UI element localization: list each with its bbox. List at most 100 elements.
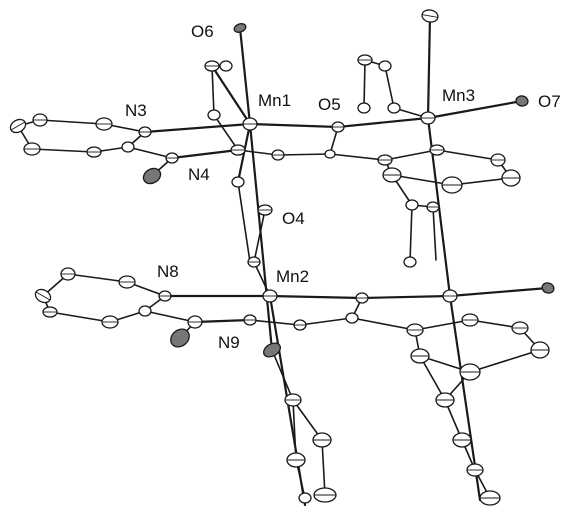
atom-c-chain-b	[324, 149, 336, 159]
bond-ring1-b	[39, 119, 105, 125]
atom-c-mn1b	[230, 144, 246, 156]
atom-c-ur-d	[501, 169, 521, 187]
label-o5: O5	[318, 95, 341, 114]
bond-o5-ring-c	[384, 65, 395, 109]
label-n8: N8	[157, 262, 179, 281]
bond-mn3-o-top	[426, 14, 432, 120]
atom-c-o5a	[357, 54, 373, 66]
bond-mn2-o-mid	[268, 294, 364, 300]
atom-c-lcol-a	[262, 342, 282, 358]
label-o6: O6	[191, 22, 214, 41]
atom-c-r1c	[95, 117, 113, 131]
label-n3: N3	[125, 101, 147, 120]
bond-col-b	[253, 209, 266, 263]
atom-c-ur-h	[426, 201, 440, 213]
atom-c-lcol-f	[298, 492, 312, 504]
atom-c-rcol-b	[452, 432, 472, 448]
atom-c-o5d	[387, 102, 401, 114]
atom-c-rcol-a	[435, 392, 455, 408]
label-mn1: Mn1	[258, 91, 291, 110]
bond-o5-mn3	[336, 116, 430, 129]
bond-col-d	[409, 204, 413, 263]
atom-c-chain-a	[271, 149, 285, 161]
atom-n4	[165, 152, 179, 164]
atom-c-lr-d	[530, 341, 550, 359]
atom-o6	[233, 23, 247, 33]
atom-c-upper-b	[219, 60, 233, 72]
bond-lcol-c	[321, 439, 326, 496]
atom-c-lr-e	[459, 363, 481, 381]
atom-o-upper	[204, 60, 220, 72]
atom-n8	[158, 290, 172, 302]
atom-c-mn2a	[243, 314, 257, 326]
label-mn2: Mn2	[276, 267, 309, 286]
label-o4: O4	[282, 209, 305, 228]
bond-mn1-o-upper	[210, 64, 252, 126]
atom-c-ur-g	[405, 199, 419, 211]
atom-mn1	[242, 117, 258, 131]
bond-n3-mn1	[143, 122, 252, 134]
atom-c-ur-b	[429, 144, 445, 156]
atom-c-r2b	[60, 267, 76, 281]
bond-mn3-o7	[426, 99, 524, 120]
atom-c-o5c	[357, 102, 371, 114]
atom-c-rcol-d	[479, 490, 501, 506]
bond-chain-d	[329, 153, 386, 161]
bond-o-ring-b	[211, 65, 215, 116]
atom-c-mid-a	[247, 256, 261, 268]
atom-n9	[187, 315, 203, 329]
atom-c-ur-c	[490, 153, 506, 167]
atom-c-r1b	[32, 113, 48, 127]
bond-lchain-b	[299, 317, 353, 326]
atom-c-r2e	[101, 315, 119, 329]
atom-o-top-right	[421, 9, 439, 23]
atom-c-mid-b	[403, 256, 417, 268]
atom-o-right	[541, 282, 555, 294]
atom-c-lcol-b	[284, 393, 302, 407]
bond-lcol-a	[271, 349, 294, 401]
atom-c-r2c	[118, 275, 136, 289]
bond-lchain-e	[414, 319, 471, 331]
atom-c-lcol-d	[286, 452, 306, 468]
bond-mn-right-o	[448, 286, 550, 298]
bond-lchain-d	[351, 317, 416, 331]
atom-c-r2d	[42, 306, 58, 318]
bond-ring1-e	[31, 148, 95, 153]
bond-n9-mn2	[193, 318, 252, 324]
bond-ring2-h	[144, 310, 196, 323]
bond-chain-b	[277, 153, 331, 156]
label-mn3: Mn3	[442, 86, 475, 105]
bond-mn1-column-a	[248, 122, 274, 352]
atom-c-rcol-c	[466, 463, 484, 477]
atoms	[9, 9, 555, 506]
atom-c-r1f	[121, 141, 135, 153]
atom-o4	[257, 204, 273, 216]
atom-labels: O6 Mn1 N3 O5 Mn3 O7 N4 O4 N8 Mn2 N9	[125, 22, 561, 352]
atom-o-mid	[355, 292, 369, 304]
atom-c-lr-c	[511, 321, 529, 335]
atom-c-r1d	[23, 142, 41, 156]
atom-c-lcol-e	[313, 487, 337, 503]
bond-n4-mn1	[170, 148, 240, 160]
atom-c-lcol-c	[312, 432, 332, 448]
atom-c-lr-f	[410, 348, 430, 364]
bond-o-mid-mn-right	[360, 294, 452, 300]
bond-lchain-h	[469, 349, 541, 373]
bond-rcol-a	[419, 355, 446, 401]
atom-c-r2f	[138, 305, 152, 317]
bond-mn1-o6	[238, 26, 252, 126]
bond-o-ring-c	[213, 114, 239, 151]
atom-c-n9-methyl	[170, 328, 190, 348]
atom-c-mn1a	[207, 109, 221, 121]
atom-c-lr-b	[461, 313, 479, 327]
atom-c-mn1c	[231, 176, 245, 188]
atom-c-lchain	[345, 312, 359, 324]
atom-mn2	[262, 289, 278, 303]
atom-c-o5b	[378, 60, 392, 72]
bond-col-e	[432, 206, 437, 261]
atom-mn3	[420, 111, 436, 125]
bond-lcol-d	[292, 399, 297, 461]
atom-c-r1e	[86, 146, 102, 158]
